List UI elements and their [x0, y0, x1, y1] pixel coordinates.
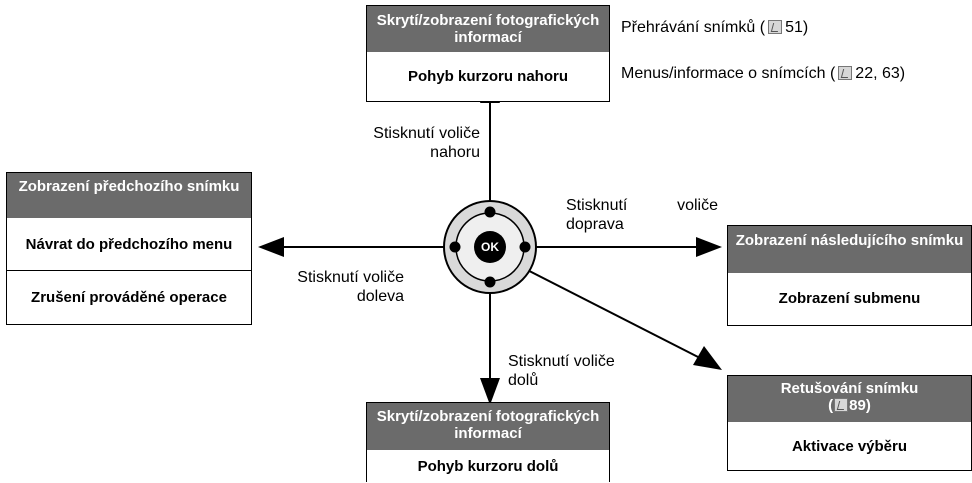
- left-box-row-1: Návrat do předchozího menu: [25, 235, 233, 253]
- down-box-header: Skrytí/zobrazení fotografických informac…: [367, 403, 609, 450]
- playback-note-text: Přehrávání snímků (: [621, 19, 766, 36]
- page-reference-icon: [838, 66, 853, 80]
- ok-arrowhead-icon: [693, 346, 722, 370]
- ok-box-header: Retušování snímku (89): [728, 376, 971, 422]
- down-press-label: Stisknutí voliče dolů: [508, 353, 615, 389]
- ok-box-action: Aktivace výběru: [791, 437, 908, 455]
- ok-box-header-text: Retušování snímku: [780, 380, 919, 397]
- ok-button-label: OK: [481, 240, 499, 254]
- down-action-box: Skrytí/zobrazení fotografických informac…: [366, 402, 610, 482]
- playback-note-page: 51): [785, 19, 809, 36]
- ok-arrow-line: [499, 255, 701, 359]
- playback-note: Přehrávání snímků ( 51): [621, 18, 961, 37]
- page-reference-icon: [834, 398, 849, 412]
- right-box-header: Zobrazení následujícího snímku: [728, 226, 971, 273]
- multi-selector-icon: [443, 200, 537, 294]
- menus-note-text: Menus/informace o snímcích (: [621, 65, 836, 82]
- left-arrowhead-icon: [258, 237, 284, 257]
- ok-action-box: Retušování snímku (89) Aktivace výběru: [727, 375, 972, 471]
- left-box-row-2: Zrušení prováděné operace: [7, 270, 251, 323]
- up-box-action: Pohyb kurzoru nahoru: [407, 68, 568, 85]
- up-press-label: Stisknutí voliče nahoru: [373, 125, 480, 161]
- page-reference-icon: [768, 20, 783, 34]
- ok-box-header-page: 89): [849, 397, 871, 414]
- right-arrowhead-icon: [696, 237, 722, 257]
- ok-box-header-ref: (89): [828, 397, 871, 414]
- right-press-label: Stisknutí voliče doprava: [566, 197, 718, 233]
- down-box-action: Pohyb kurzoru dolů: [417, 458, 559, 475]
- right-action-box: Zobrazení následujícího snímku Zobrazení…: [727, 225, 972, 326]
- left-press-label: Stisknutí voliče doleva: [297, 269, 404, 305]
- left-action-box: Zobrazení předchozího snímku Návrat do p…: [6, 172, 252, 325]
- up-box-header: Skrytí/zobrazení fotografických informac…: [367, 6, 609, 52]
- left-box-header: Zobrazení předchozího snímku: [7, 173, 251, 218]
- down-arrowhead-icon: [480, 378, 500, 405]
- right-box-action: Zobrazení submenu: [778, 290, 921, 307]
- up-action-box: Skrytí/zobrazení fotografických informac…: [366, 5, 610, 102]
- menus-note-pages: 22, 63): [855, 65, 906, 82]
- menus-note: Menus/informace o snímcích ( 22, 63): [621, 64, 959, 83]
